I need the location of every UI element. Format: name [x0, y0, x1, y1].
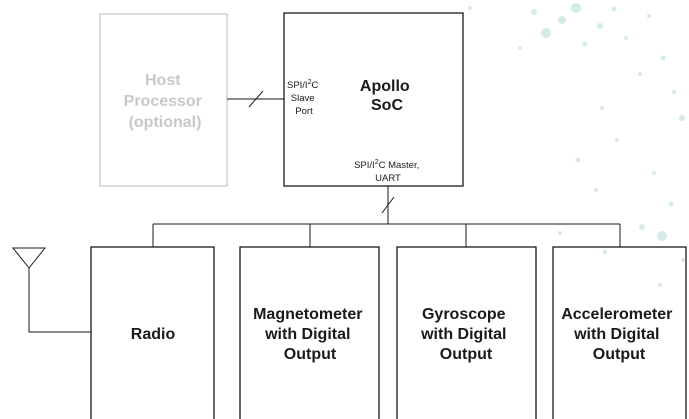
magnetometer-line-3: Output [284, 346, 337, 363]
slave-port-line-1-pre: SPI/I [287, 80, 308, 91]
decorative-dot-pattern [468, 3, 685, 287]
host-processor-line-3: (optional) [129, 114, 202, 131]
accelerometer-line-1: Accelerometer [561, 306, 672, 323]
accelerometer-line-2: with Digital [573, 326, 659, 343]
accelerometer-label: Accelerometer with Digital Output [561, 306, 677, 363]
host-processor-label: Host Processor (optional) [124, 72, 207, 131]
radio-box [90, 246, 215, 419]
gyroscope-box [396, 246, 537, 419]
slave-port-label: SPI/I2C Slave Port [287, 79, 321, 117]
magnetometer-line-2: with Digital [264, 326, 350, 343]
host-processor-line-1: Host [145, 72, 181, 89]
master-port-line-1-pre: SPI/I [354, 160, 375, 171]
slave-port-line-3: Port [295, 106, 313, 117]
master-port-line-1-post: C Master, [379, 160, 420, 171]
apollo-soc-box [283, 12, 464, 187]
radio-label: Radio [131, 326, 176, 343]
host-soc-bus-slash [248, 90, 264, 108]
master-port-label: SPI/I2C Master, UART [354, 159, 422, 184]
host-processor-box [99, 13, 228, 187]
accelerometer-box [552, 246, 687, 419]
master-port-line-2: UART [375, 173, 401, 184]
gyroscope-line-1: Gyroscope [422, 306, 506, 323]
gyroscope-line-2: with Digital [420, 326, 506, 343]
magnetometer-label: Magnetometer with Digital Output [253, 306, 367, 363]
slave-port-line-1-post: C [311, 80, 318, 91]
antenna-icon [11, 247, 47, 269]
slave-port-superscript: 2 [308, 79, 312, 86]
gyroscope-label: Gyroscope with Digital Output [420, 306, 511, 363]
slave-port-line-2: Slave [291, 93, 315, 104]
master-port-superscript: 2 [375, 159, 379, 166]
apollo-soc-line-1: Apollo [360, 78, 410, 95]
radio-line-1: Radio [131, 326, 176, 343]
magnetometer-line-1: Magnetometer [253, 306, 362, 323]
soc-bus-slash [381, 196, 395, 214]
magnetometer-box [239, 246, 380, 419]
antenna-feed-line [28, 268, 91, 333]
apollo-soc-line-2: SoC [371, 97, 403, 114]
apollo-soc-label: Apollo SoC [360, 78, 414, 114]
gyroscope-line-3: Output [440, 346, 493, 363]
host-processor-line-2: Processor [124, 93, 202, 110]
accelerometer-line-3: Output [593, 346, 646, 363]
